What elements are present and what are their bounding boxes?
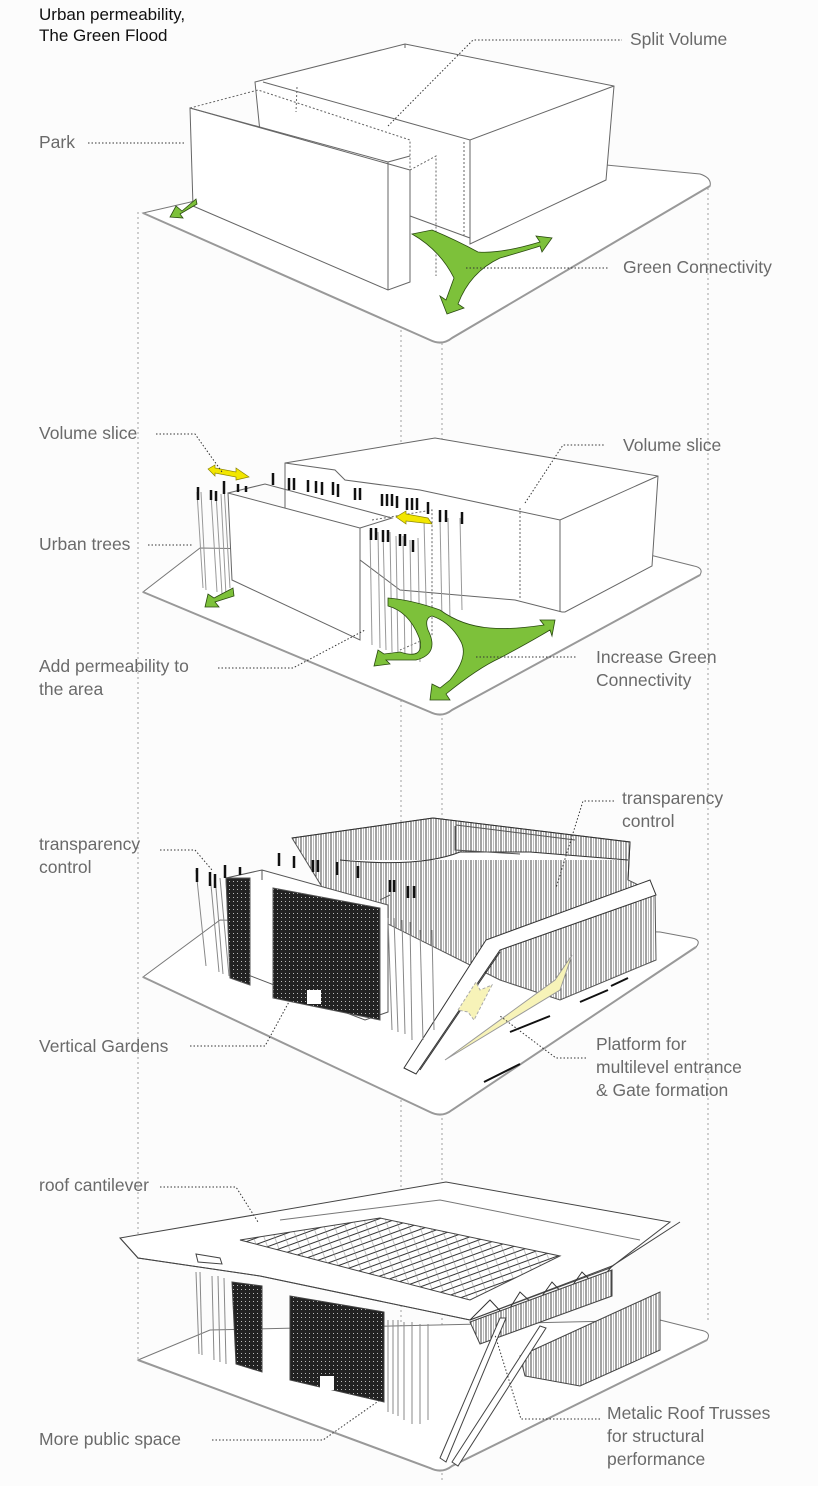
label-urban-trees: Urban trees bbox=[39, 534, 131, 554]
label-add-permeability: Add permeability to the area bbox=[39, 656, 189, 699]
label-vertical-gardens: Vertical Gardens bbox=[39, 1036, 169, 1056]
stage-4-building bbox=[119, 1181, 709, 1472]
stage-3-trees bbox=[195, 853, 435, 1041]
label-volume-slice-left: Volume slice bbox=[39, 423, 138, 443]
label-volume-slice-right: Volume slice bbox=[623, 435, 722, 455]
stage-4-columns bbox=[195, 1271, 429, 1424]
label-metalic-roof-trusses: Metalic Roof Trusses for structural perf… bbox=[607, 1403, 771, 1469]
label-split-volume: Split Volume bbox=[630, 29, 728, 49]
stage-1-massing bbox=[141, 43, 711, 344]
label-transparency-control-right: transparency control bbox=[622, 788, 724, 831]
leader-transparency-left bbox=[160, 849, 213, 871]
label-platform-entrance: Platform for multilevel entrance & Gate … bbox=[596, 1034, 742, 1100]
leader-roof-cantilever bbox=[160, 1186, 259, 1223]
label-transparency-control-left: transparency control bbox=[39, 834, 141, 877]
label-increase-green-connectivity: Increase Green Connectivity bbox=[596, 647, 717, 690]
green-flow-arrows-1 bbox=[169, 198, 553, 315]
stage-2-leaders bbox=[148, 433, 604, 669]
urban-trees bbox=[196, 473, 464, 663]
volume-slice-arrows bbox=[207, 464, 433, 525]
leader-add-permeability bbox=[218, 629, 366, 669]
label-more-public-space: More public space bbox=[39, 1429, 182, 1449]
title-line-1: Urban permeability, bbox=[39, 5, 186, 24]
leader-volume-slice-left bbox=[156, 433, 223, 473]
stage-3-building bbox=[142, 817, 699, 1116]
label-green-connectivity: Green Connectivity bbox=[623, 257, 772, 277]
green-flow-arrows-2 bbox=[204, 587, 556, 701]
diagram-title: Urban permeability, The Green Flood bbox=[39, 4, 185, 46]
leader-transparency-right bbox=[555, 800, 614, 889]
label-roof-cantilever: roof cantilever bbox=[39, 1175, 149, 1195]
title-line-2: The Green Flood bbox=[39, 26, 168, 45]
leader-metalic-roof-trusses bbox=[494, 1334, 600, 1420]
label-park: Park bbox=[39, 132, 75, 152]
stage-4-leaders bbox=[160, 1186, 600, 1441]
stage-3-leaders bbox=[160, 800, 614, 1059]
leader-vertical-gardens bbox=[190, 999, 291, 1047]
